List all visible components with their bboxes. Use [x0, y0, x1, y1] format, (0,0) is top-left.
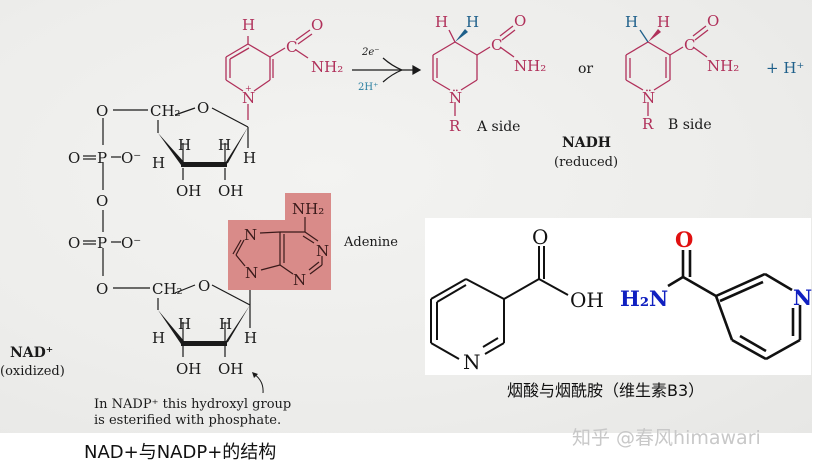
atom-oh: OH [218, 360, 243, 378]
nicotinamide-bonds [667, 250, 802, 361]
adenine-bonds [232, 217, 323, 275]
bottom-ribose-bonds [83, 210, 251, 357]
label-2h: 2H⁺ [358, 82, 378, 93]
atom-n: N̈ [449, 89, 462, 107]
atom-o: O [532, 225, 548, 249]
or-text: or [578, 61, 593, 77]
atom-nh2: NH₂ [292, 200, 324, 218]
atom-oh: OH [218, 182, 243, 200]
wedge-bond [455, 29, 468, 42]
atom-o-bridge: O [96, 192, 108, 210]
atom-o: O [96, 102, 108, 120]
atom-o: O [514, 12, 526, 30]
nadp-note-line2: is esterified with phosphate. [94, 413, 281, 428]
atom-r: R [449, 117, 461, 135]
atom-oh: OH [176, 360, 201, 378]
nad-structure-caption: NAD+与NADP+的结构 [84, 442, 277, 463]
atom-h: H [625, 13, 638, 31]
atom-h: H [242, 16, 255, 34]
nadp-note-line1: In NADP⁺ this hydroxyl group [94, 397, 291, 412]
atom-h: H [243, 149, 256, 167]
atom-oh: OH [570, 288, 604, 312]
atom-oh: OH [176, 182, 201, 200]
atom-h: H [244, 329, 257, 347]
atom-h: H [178, 136, 191, 154]
atom-n-plus: N [242, 89, 255, 107]
atom-ch2: CH₂ [152, 280, 183, 298]
atom-nh2: NH₂ [707, 57, 739, 75]
atom-c: C [286, 38, 297, 56]
atom-c: C [491, 36, 502, 54]
atom-h2n: H₂N [620, 286, 668, 311]
nad-plus-label: NAD⁺ [10, 345, 53, 361]
atom-n: N [244, 226, 257, 244]
atom-n: N [793, 285, 812, 310]
atom-n: N [463, 350, 481, 374]
wedge-bond [648, 29, 661, 42]
atom-nh2: NH₂ [311, 58, 343, 76]
vitamin-b3-caption: 烟酸与烟酰胺（维生素B3） [507, 381, 705, 400]
watermark: 知乎 @春风himawari [572, 427, 761, 449]
atom-nh2: NH₂ [514, 57, 546, 75]
nadh-a-side-ring [432, 25, 516, 116]
atom-r: R [642, 115, 654, 133]
nicotinamide-ring [225, 29, 313, 120]
atom-h: H [466, 13, 479, 31]
label-2e: 2e⁻ [361, 47, 380, 58]
nadh-b-side-ring [625, 25, 709, 116]
ribose-thick-bond [181, 162, 227, 167]
atom-n: N̈ [642, 89, 655, 107]
nadh-label: NADH [562, 135, 611, 151]
atom-h: H [152, 154, 165, 172]
atom-h: H [178, 315, 191, 333]
plus-h-proton: + H⁺ [766, 59, 804, 77]
atom-h: H [219, 315, 232, 333]
atom-p: P [97, 234, 107, 252]
note-arrow [253, 373, 264, 394]
atom-h: H [218, 136, 231, 154]
b-side-label: B side [668, 117, 712, 133]
atom-n: N [245, 264, 258, 282]
adenine-label: Adenine [343, 235, 398, 250]
atom-ch2: CH₂ [150, 102, 181, 120]
atom-o: O [96, 280, 108, 298]
nadh-state-label: (reduced) [554, 155, 618, 170]
atom-o-double: O [68, 149, 80, 167]
atom-h: H [152, 329, 165, 347]
atom-o: O [707, 12, 719, 30]
atom-o: O [675, 227, 693, 252]
atom-h: H [435, 13, 448, 31]
atom-p: P [97, 149, 107, 167]
atom-o-minus: O⁻ [121, 149, 141, 167]
charge-plus: + [245, 84, 252, 93]
atom-c: C [684, 36, 695, 54]
nicotinic-acid-bonds [430, 246, 569, 360]
atom-o-ring: O [198, 277, 210, 295]
reaction-arrow [352, 57, 422, 83]
top-ribose-bonds [83, 107, 249, 190]
atom-n: N [316, 242, 329, 260]
atom-n: N [293, 271, 306, 289]
a-side-label: A side [476, 119, 520, 135]
atom-o-ring: O [197, 99, 209, 117]
atom-o-minus: O⁻ [121, 234, 141, 252]
atom-o-double: O [68, 234, 80, 252]
nad-state-label: (oxidized) [0, 364, 65, 379]
atom-h: H [657, 13, 670, 31]
atom-o: O [311, 16, 323, 34]
